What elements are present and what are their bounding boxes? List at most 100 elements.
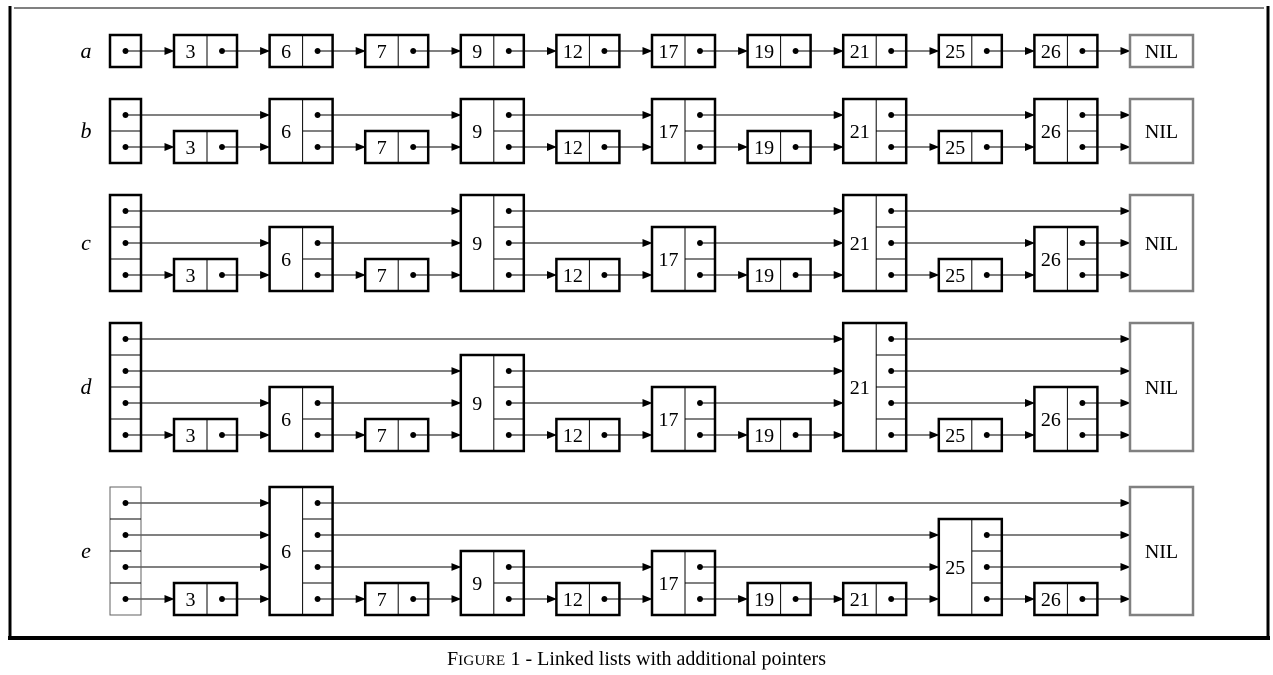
nil-node-b [1128, 97, 1195, 165]
list-node-7: 7 [363, 129, 430, 165]
list-node-25: 25 [937, 129, 1004, 165]
pointer-dot [697, 272, 703, 278]
pointer-dot [505, 144, 512, 150]
node-key: 3 [186, 589, 196, 611]
pointer-dot [697, 48, 703, 54]
pointer-dot [410, 596, 417, 602]
node-key: 26 [1041, 589, 1061, 611]
nil-node-e [1128, 485, 1195, 617]
node-box [459, 193, 526, 293]
pointer-dot [1079, 144, 1086, 150]
node-key: 25 [945, 557, 965, 579]
node-key: 6 [281, 121, 291, 143]
node-box [172, 33, 239, 69]
list-node-9: 9 [459, 549, 526, 617]
node-key: 26 [1041, 409, 1061, 431]
header-node-a [108, 33, 143, 69]
node-key: 21 [850, 589, 870, 611]
pointer-dot [1079, 112, 1086, 118]
pointer-dot [314, 240, 321, 246]
node-key: 9 [472, 233, 482, 255]
node-box [363, 33, 430, 69]
pointer-dot [601, 48, 608, 54]
pointer-dot [983, 564, 990, 570]
pointer-dot [505, 564, 512, 570]
caption-initial: F [447, 648, 459, 670]
node-key: 12 [563, 425, 583, 447]
node-box [937, 517, 1004, 617]
row-label-c: c [81, 230, 91, 255]
pointer-dot [888, 400, 895, 406]
pointer-dot [601, 272, 608, 278]
pointer-dot [888, 596, 895, 602]
list-node-26: 26 [1033, 385, 1099, 453]
node-key: 7 [377, 425, 387, 447]
node-box [1033, 33, 1099, 69]
pointer-dot [314, 272, 321, 278]
list-node-12: 12 [555, 129, 621, 165]
pointer-dot [122, 432, 129, 438]
row-label-e: e [81, 538, 91, 563]
node-key: 26 [1041, 41, 1061, 63]
pointer-dot [410, 432, 417, 438]
node-key: 19 [754, 41, 774, 63]
list-node-7: 7 [363, 581, 430, 617]
pointer-dot [122, 112, 129, 118]
node-box [172, 129, 239, 165]
nil-label: NIL [1145, 233, 1178, 255]
pointer-dot [792, 144, 799, 150]
node-key: 7 [377, 589, 387, 611]
node-key: 3 [186, 265, 196, 287]
list-node-19: 19 [746, 581, 812, 617]
node-key: 6 [281, 249, 291, 271]
pointer-dot [1079, 596, 1086, 602]
pointer-dot [601, 596, 608, 602]
pointer-dot [122, 532, 129, 538]
list-node-17: 17 [650, 549, 717, 617]
list-node-21: 21 [841, 581, 908, 617]
pointer-dot [219, 432, 225, 438]
node-key: 3 [186, 137, 196, 159]
list-node-25: 25 [937, 417, 1004, 453]
pointer-dot [792, 272, 799, 278]
nil-label: NIL [1145, 121, 1178, 143]
node-key: 9 [472, 573, 482, 595]
node-box [746, 257, 812, 293]
node-box [937, 417, 1004, 453]
pointer-dot [314, 112, 321, 118]
pointer-dot [697, 564, 703, 570]
nil-label: NIL [1145, 41, 1178, 63]
pointer-dot [505, 48, 512, 54]
list-node-19: 19 [746, 129, 812, 165]
node-key: 6 [281, 409, 291, 431]
node-key: 26 [1041, 121, 1061, 143]
node-box [459, 33, 526, 69]
node-key: 25 [945, 265, 965, 287]
pointer-dot [983, 532, 990, 538]
nil-label: NIL [1145, 377, 1178, 399]
pointer-dot [314, 596, 321, 602]
pointer-dot [888, 336, 895, 342]
node-box [937, 257, 1004, 293]
list-node-21: 21 [841, 33, 908, 69]
pointer-dot [314, 500, 321, 506]
list-node-17: 17 [650, 225, 717, 293]
pointer-dot [122, 144, 129, 150]
pointer-dot [983, 596, 990, 602]
node-key: 9 [472, 41, 482, 63]
pointer-dot [888, 272, 895, 278]
node-key: 9 [472, 121, 482, 143]
pointer-dot [410, 48, 417, 54]
node-box [746, 33, 812, 69]
list-node-25: 25 [937, 257, 1004, 293]
node-key: 12 [563, 41, 583, 63]
header-node-c [108, 193, 143, 293]
list-node-25: 25 [937, 33, 1004, 69]
list-node-12: 12 [555, 33, 621, 69]
node-key: 7 [377, 41, 387, 63]
pointer-dot [1079, 48, 1086, 54]
list-node-3: 3 [172, 129, 239, 165]
